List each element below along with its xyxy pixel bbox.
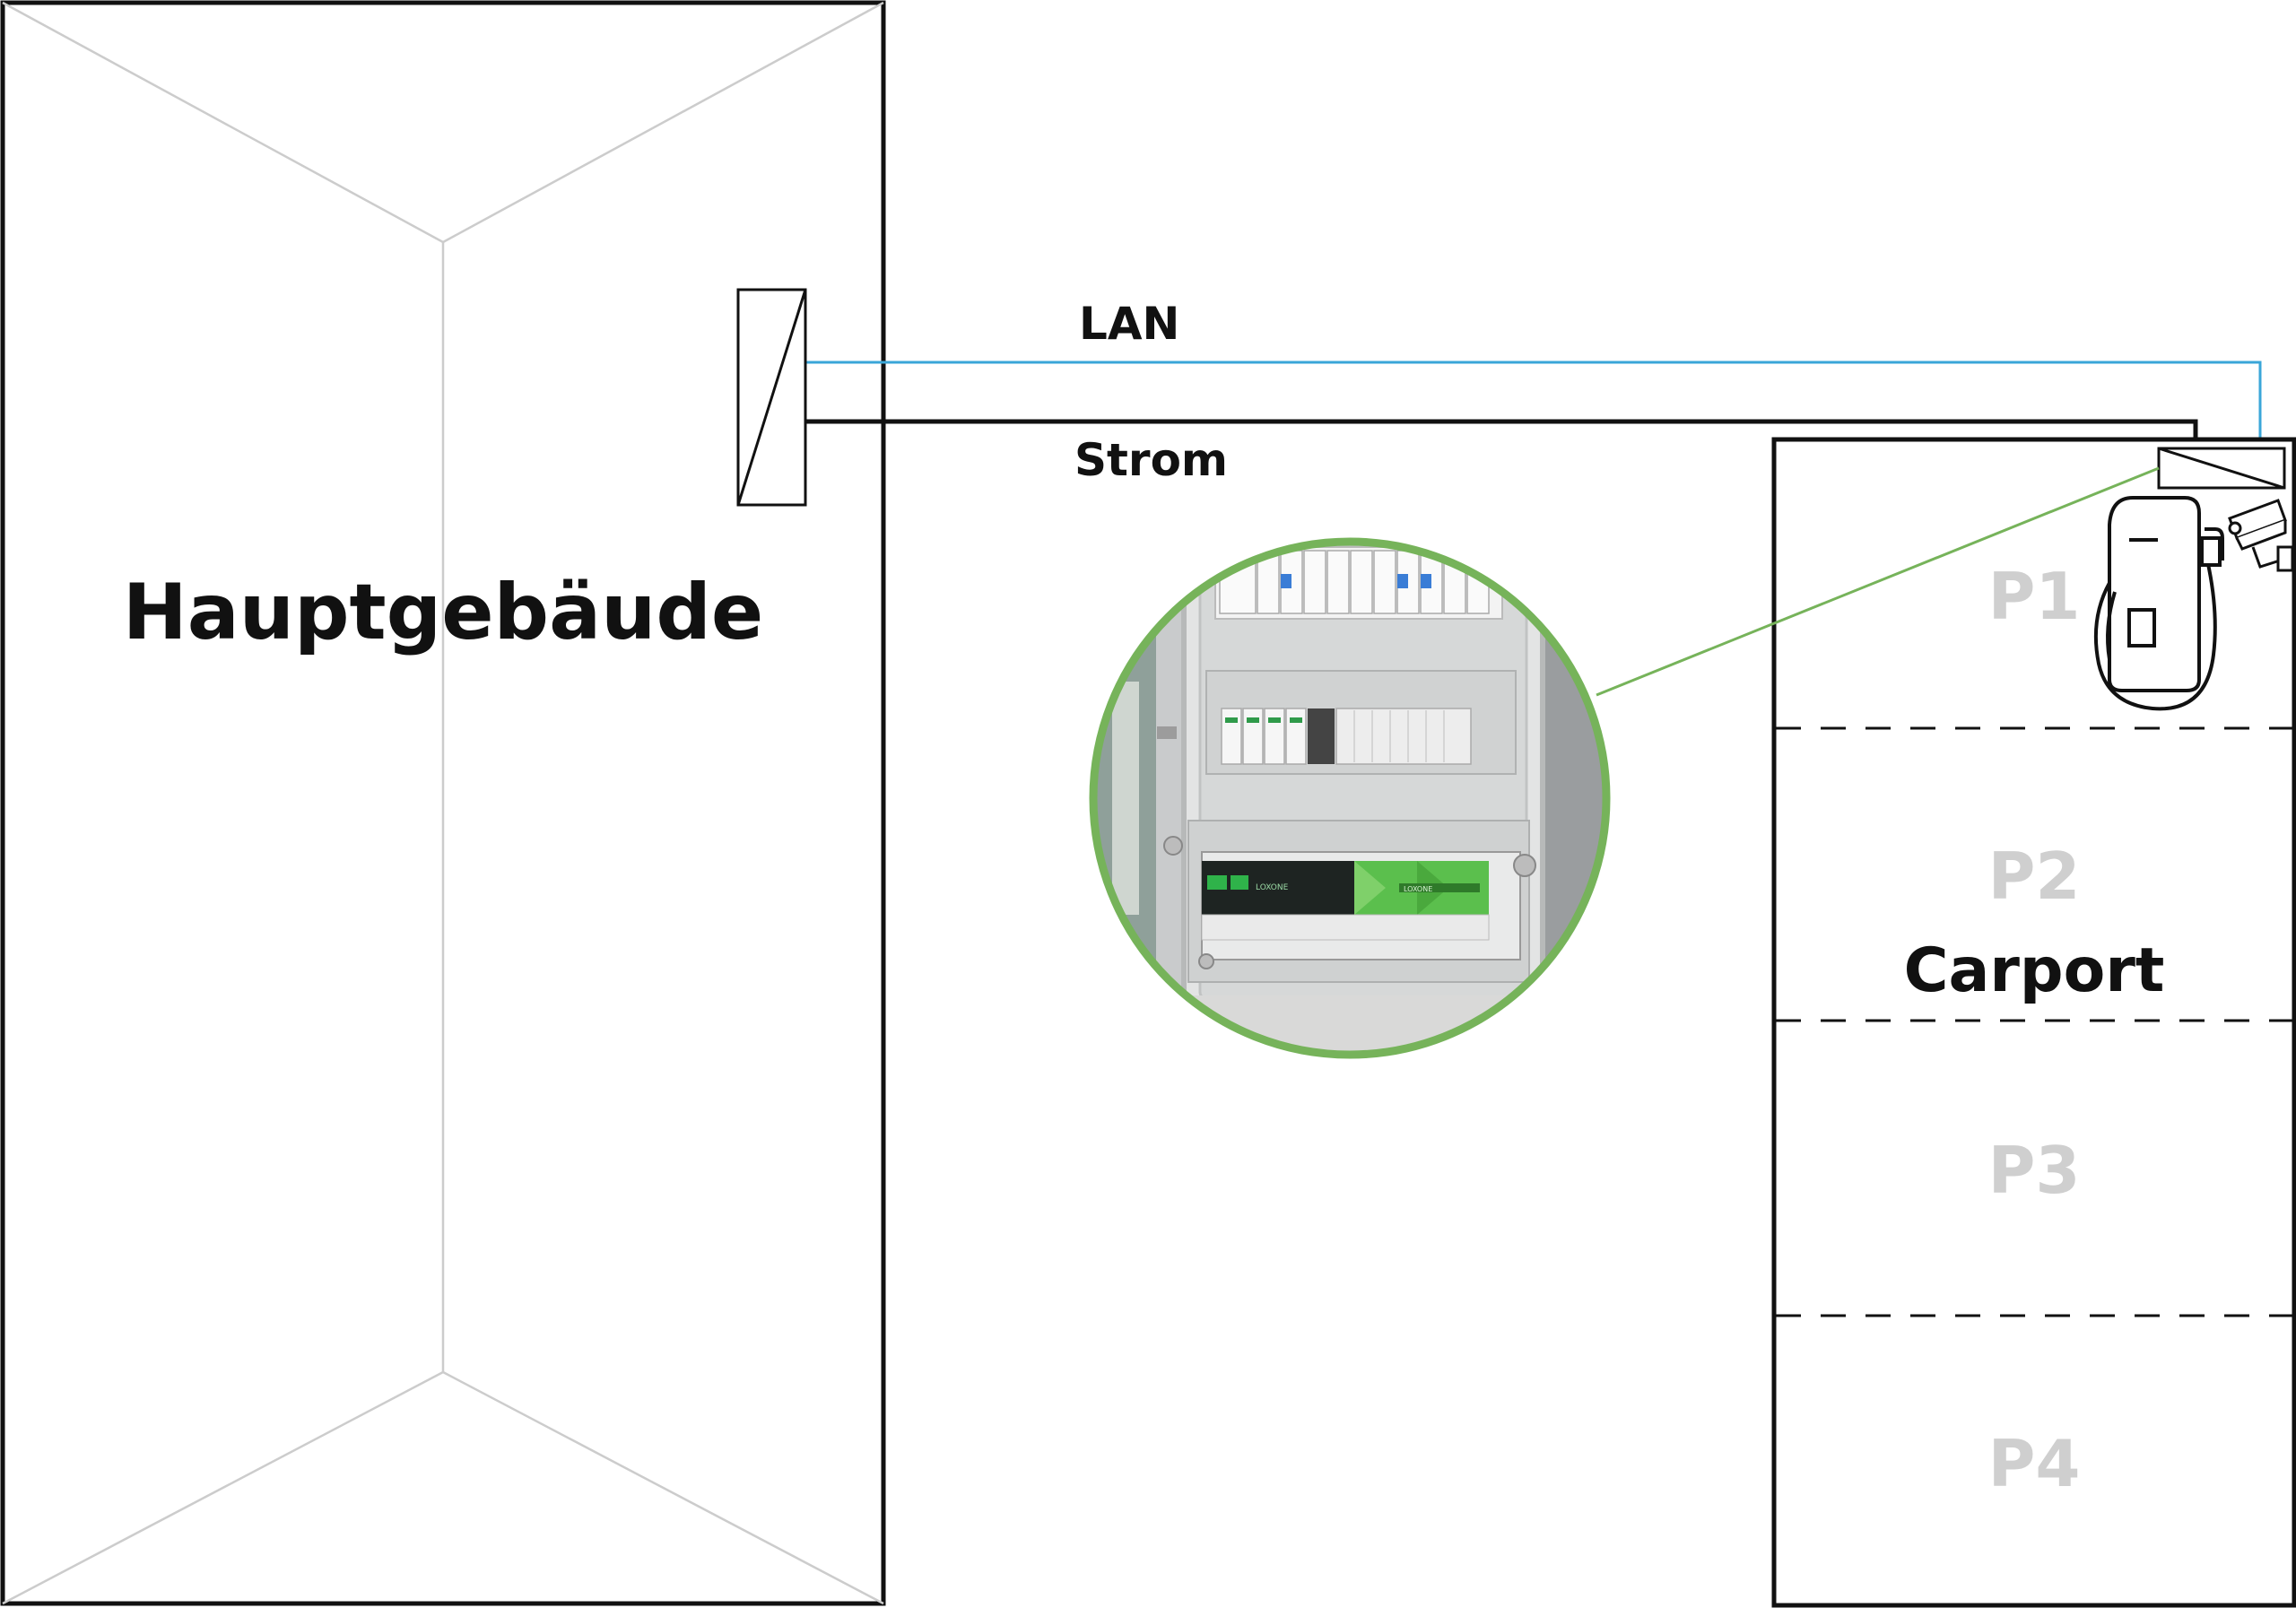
lan-label: LAN — [1079, 298, 1179, 350]
carport-label: Carport — [1904, 935, 2165, 1006]
carport: P1 P2 P3 P4 Carport — [1771, 437, 2296, 1608]
carport-distribution-box — [2157, 447, 2286, 490]
carport-outline — [1771, 437, 2296, 1608]
main-distribution-box — [736, 288, 807, 507]
parking-spot-1: P1 — [1988, 559, 2081, 634]
parking-spot-2: P2 — [1988, 839, 2081, 914]
parking-spot-4: P4 — [1988, 1426, 2081, 1501]
main-building-label: Hauptgebäude — [123, 568, 764, 657]
power-label: Strom — [1074, 434, 1228, 486]
callout-line — [1596, 466, 2160, 697]
cables — [805, 361, 2262, 448]
panel-brand-left: LOXONE — [1256, 883, 1289, 892]
main-building: Hauptgebäude — [0, 0, 886, 1606]
roof-fold-lines — [2, 1, 884, 1605]
camera-icon — [2228, 499, 2294, 572]
panel-brand-right: LOXONE — [1404, 885, 1432, 893]
panel-photo-frame — [1089, 537, 1611, 1059]
distribution-panel-photo: LOXONE LOXONE — [1093, 542, 1606, 1055]
lan-cable — [805, 361, 2262, 448]
ev-charger-icon — [2093, 496, 2224, 711]
parking-spot-3: P3 — [1988, 1133, 2081, 1208]
